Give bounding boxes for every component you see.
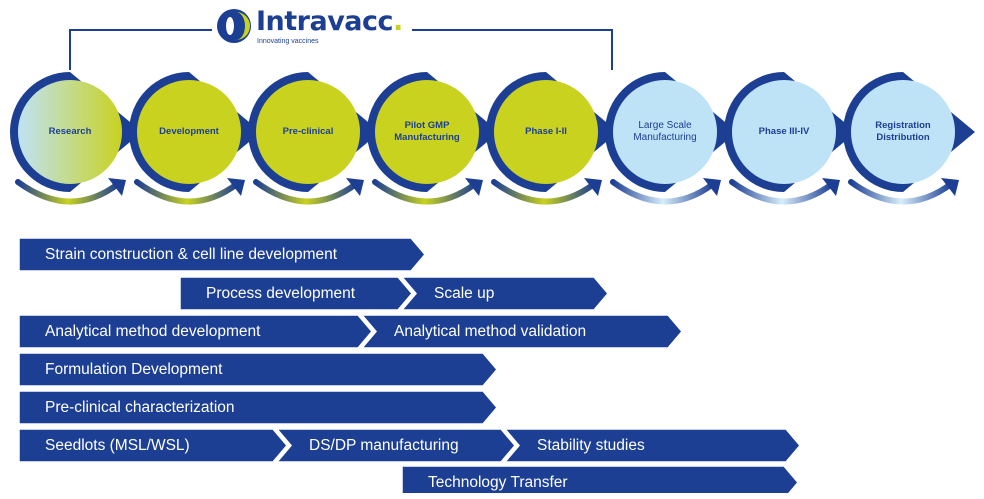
stage-6: [605, 72, 737, 205]
logo-dot: .: [393, 6, 403, 37]
intravacc-logo-icon: [217, 9, 251, 43]
activity-segment: [18, 428, 288, 463]
activity-segment-label: Pre-clinical characterization: [45, 399, 235, 416]
stage-label: Research: [48, 126, 92, 137]
activity-bar-6: [18, 428, 801, 463]
activity-bar-4: [18, 352, 498, 387]
bars-layer: [18, 237, 801, 493]
stage-label: Phase I-II: [525, 126, 567, 137]
stage-circle: [256, 80, 360, 184]
stage-circle: [613, 80, 717, 184]
activity-segment-label: Seedlots (MSL/WSL): [45, 437, 190, 454]
arrow-head-icon: [465, 178, 483, 196]
activity-bar-3: [18, 314, 683, 349]
activity-bar-1: [18, 237, 426, 272]
stage-arc-arrow: [491, 179, 597, 205]
stage-circle: [18, 80, 122, 184]
stage-circle: [494, 80, 598, 184]
activity-segment: [18, 352, 498, 387]
activity-segment-label: Analytical method validation: [394, 323, 587, 340]
activity-segment-label: Formulation Development: [45, 361, 223, 378]
activity-segment-label: Strain construction & cell line developm…: [45, 246, 338, 263]
arrow-head-icon: [227, 178, 245, 196]
stage-label: Registration Distribution: [875, 120, 931, 143]
activity-segment: [179, 276, 413, 311]
arrow-head-icon: [346, 178, 364, 196]
stage-circle: [137, 80, 241, 184]
activity-bar-7: [401, 465, 799, 493]
activity-segment-label: Analytical method development: [45, 323, 261, 340]
stage-arc-arrow: [729, 179, 835, 205]
logo-name: Intravacc: [256, 6, 394, 37]
stage-arc-arrow: [253, 179, 359, 205]
activity-segment: [275, 428, 516, 463]
stage-arc-arrow: [610, 179, 716, 205]
activity-segment-label: DS/DP manufacturing: [309, 437, 459, 454]
activity-segment-label: Scale up: [434, 285, 495, 302]
stage-circle: [732, 80, 836, 184]
stages-layer: [10, 72, 975, 205]
stage-label: Pre-clinical: [282, 126, 334, 137]
stage-label: Phase III-IV: [758, 126, 810, 137]
stage-label: Large Scale Manufacturing: [633, 120, 697, 143]
activity-segment: [18, 237, 426, 272]
stage-arc-arrow: [15, 179, 121, 205]
stage-7: [724, 72, 856, 205]
activity-bar-5: [18, 390, 498, 425]
activity-segment: [360, 314, 683, 349]
activity-segment-label: Process development: [206, 285, 356, 302]
stage-arc-arrow: [372, 179, 478, 205]
activity-segment: [401, 465, 799, 493]
activity-segment: [503, 428, 801, 463]
arrow-head-icon: [108, 178, 126, 196]
stage-3: [248, 72, 380, 205]
stage-circle: [375, 80, 479, 184]
stage-5: [486, 72, 618, 205]
arrow-head-icon: [941, 178, 959, 196]
arrow-head-icon: [703, 178, 721, 196]
activity-segment: [18, 390, 498, 425]
activity-segment-label: Technology Transfer: [428, 474, 568, 491]
activity-segment-label: Stability studies: [537, 437, 645, 454]
intravacc-logo: Intravacc. Innovating vaccines: [212, 6, 412, 50]
stage-arc-arrow: [134, 179, 240, 205]
logo-tagline: Innovating vaccines: [257, 38, 319, 45]
stage-2: [129, 72, 261, 205]
arrow-head-icon: [822, 178, 840, 196]
activity-segment: [400, 276, 609, 311]
stage-circle: [851, 80, 955, 184]
stage-8: [843, 72, 975, 205]
stage-label: Development: [159, 126, 219, 137]
activity-bar-2: [179, 276, 609, 311]
stage-label: Pilot GMP Manufacturing: [394, 120, 460, 143]
stage-arc-arrow: [848, 179, 954, 205]
activity-segment: [18, 314, 373, 349]
stage-1: [10, 72, 142, 205]
arrow-head-icon: [584, 178, 602, 196]
stage-4: [367, 72, 499, 205]
